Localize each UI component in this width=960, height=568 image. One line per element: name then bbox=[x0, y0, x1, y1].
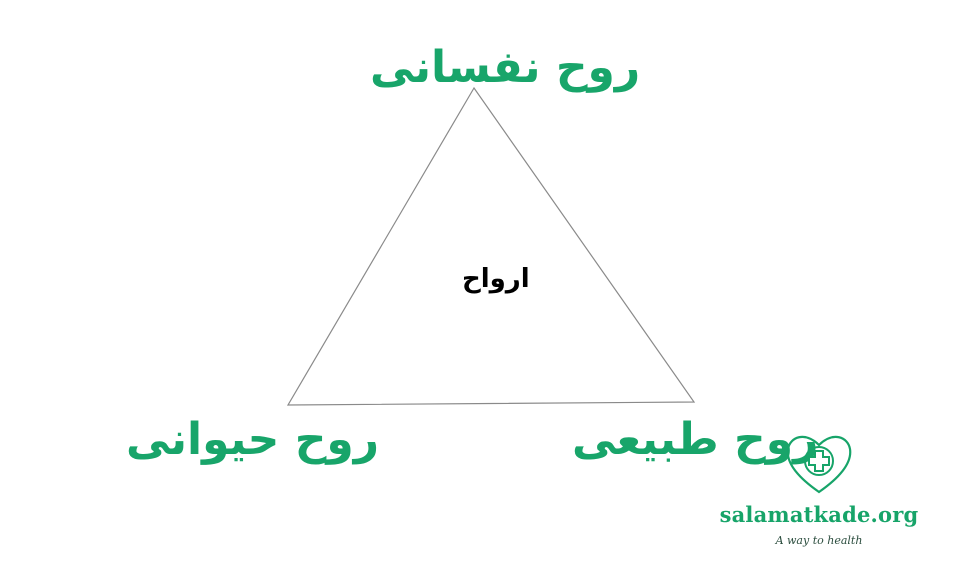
site-watermark: salamatkade.org A way to health bbox=[704, 430, 934, 555]
center-label: ارواح bbox=[462, 264, 530, 294]
watermark-site-name: salamatkade.org bbox=[719, 502, 919, 527]
heart-medical-cross-icon bbox=[786, 435, 852, 494]
vertex-label-bottom-right: روح طبیعی bbox=[572, 414, 819, 465]
vertex-label-bottom-left: روح حیوانی bbox=[126, 414, 380, 465]
watermark-tagline: A way to health bbox=[775, 534, 863, 547]
triangle-shape bbox=[286, 86, 696, 406]
vertex-label-top: روح نفسانی bbox=[370, 42, 641, 93]
